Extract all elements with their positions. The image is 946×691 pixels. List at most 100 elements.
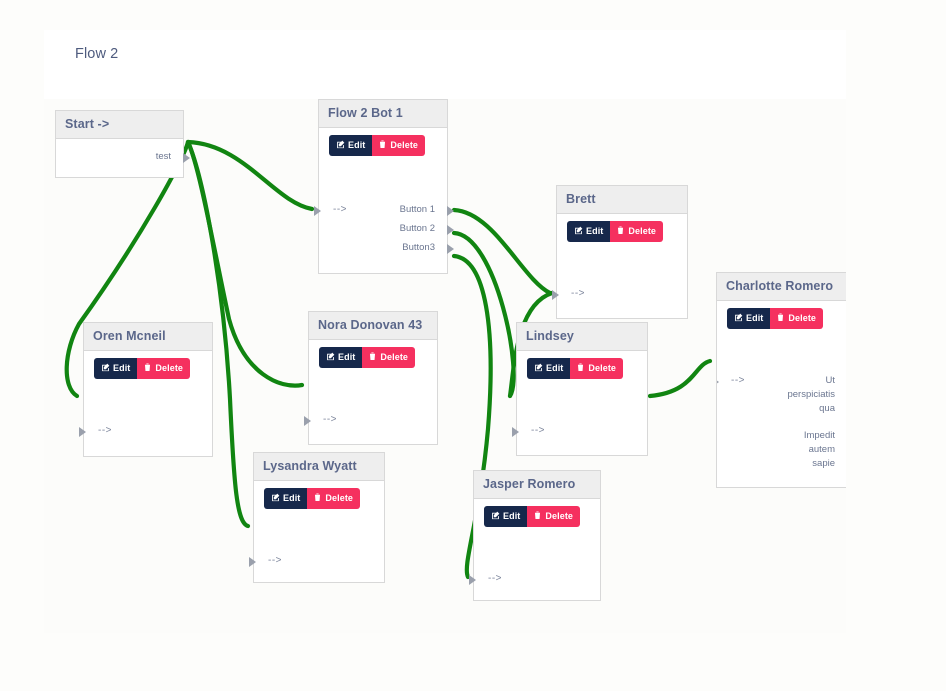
flow-header-panel: Flow 2: [44, 30, 846, 99]
edit-button[interactable]: Edit: [264, 488, 308, 509]
node-body: Edit Delete -->: [304, 340, 437, 443]
node-title: Lysandra Wyatt: [254, 453, 384, 481]
trash-icon: [533, 511, 542, 522]
delete-button-label: Delete: [588, 363, 617, 373]
port-list: -->: [79, 424, 212, 443]
edit-button[interactable]: Edit: [527, 358, 571, 379]
node-title: Oren Mcneil: [84, 323, 212, 351]
port-list: -->: [552, 287, 687, 306]
output-port-impedit-autem-sapie[interactable]: Impedit autem sapie: [717, 429, 846, 474]
edit-button-label: Edit: [348, 140, 366, 150]
delete-button[interactable]: Delete: [527, 506, 581, 527]
output-port-button-1[interactable]: Button 1: [319, 203, 454, 222]
edit-button[interactable]: Edit: [329, 135, 373, 156]
input-port[interactable]: -->: [717, 374, 846, 393]
node-action-row: Edit Delete: [84, 351, 212, 379]
page-title: Flow 2: [75, 46, 119, 62]
port-label: test: [155, 151, 171, 162]
node-action-row: Edit Delete: [309, 340, 437, 368]
port-label: Button 1: [399, 204, 435, 215]
port-list: --> Ut perspiciatis qua Impedit autem sa…: [717, 374, 846, 474]
node-action-row: Edit Delete: [557, 214, 687, 242]
port-label: -->: [268, 555, 282, 566]
input-port[interactable]: -->: [249, 554, 384, 573]
trash-icon: [576, 363, 585, 374]
port-label-line-2: perspiciatis: [787, 389, 835, 400]
trash-icon: [143, 363, 152, 374]
edit-button-label: Edit: [283, 493, 301, 503]
edit-button[interactable]: Edit: [319, 347, 363, 368]
delete-button[interactable]: Delete: [610, 221, 664, 242]
node-flow-2-bot-1[interactable]: Flow 2 Bot 1 Edit Delete -->: [314, 99, 454, 274]
pencil-square-icon: [534, 363, 543, 374]
node-body: Edit Delete -->: [552, 214, 687, 317]
input-port[interactable]: -->: [314, 203, 447, 222]
node-charlotte-romero[interactable]: Charlotte Romero Edit Delete -: [716, 272, 846, 488]
flow-canvas[interactable]: Start -> test Flow 2 Bot 1 Edit: [44, 99, 846, 633]
trash-icon: [378, 140, 387, 151]
port-label: -->: [323, 414, 337, 425]
node-body: Edit Delete -->: [249, 481, 384, 581]
trash-icon: [616, 226, 625, 237]
trash-icon: [368, 352, 377, 363]
node-action-row: Edit Delete: [474, 499, 600, 527]
port-label: -->: [98, 425, 112, 436]
node-body: Edit Delete --> Ut perspiciatis qua: [717, 301, 846, 486]
delete-button[interactable]: Delete: [362, 347, 416, 368]
trash-icon: [313, 493, 322, 504]
port-label-line-1: Impedit: [803, 430, 835, 441]
edit-button-label: Edit: [503, 511, 521, 521]
delete-button[interactable]: Delete: [137, 358, 191, 379]
node-action-row: Edit Delete: [319, 128, 447, 156]
port-label: -->: [488, 573, 502, 584]
output-port-button-3[interactable]: Button3: [319, 241, 454, 260]
output-port-test[interactable]: test: [56, 150, 190, 169]
port-label: -->: [731, 375, 745, 386]
pencil-square-icon: [574, 226, 583, 237]
port-list: -->: [469, 572, 600, 591]
port-list: -->: [512, 424, 647, 443]
output-port-ut-perspiciatis-qua[interactable]: Ut perspiciatis qua: [717, 374, 846, 419]
output-port-button-2[interactable]: Button 2: [319, 222, 454, 241]
node-oren-mcneil[interactable]: Oren Mcneil Edit Delete -->: [79, 322, 213, 457]
delete-button-label: Delete: [155, 363, 184, 373]
edit-button-label: Edit: [113, 363, 131, 373]
edit-button[interactable]: Edit: [484, 506, 528, 527]
delete-button-label: Delete: [390, 140, 419, 150]
node-jasper-romero[interactable]: Jasper Romero Edit Delete -->: [469, 470, 601, 601]
node-action-row: Edit Delete: [517, 351, 647, 379]
link-start-to-bot1: [185, 139, 315, 212]
node-lysandra-wyatt[interactable]: Lysandra Wyatt Edit Delete -->: [249, 452, 385, 583]
pencil-square-icon: [271, 493, 280, 504]
port-list: test: [56, 150, 190, 169]
port-list: --> Button 1 Button 2 Button3: [314, 203, 454, 260]
node-body: Edit Delete --> Button 1 Butt: [314, 128, 454, 272]
pencil-square-icon: [101, 363, 110, 374]
link-lindsey-to-charlotte: [647, 358, 713, 399]
input-port[interactable]: -->: [304, 413, 437, 432]
input-port[interactable]: -->: [79, 424, 212, 443]
delete-button[interactable]: Delete: [570, 358, 624, 379]
node-body: test: [56, 139, 190, 176]
node-start[interactable]: Start -> test: [55, 110, 190, 178]
edit-button[interactable]: Edit: [727, 308, 771, 329]
input-port[interactable]: -->: [469, 572, 600, 591]
node-title: Start ->: [56, 111, 183, 139]
node-lindsey[interactable]: Lindsey Edit Delete -->: [512, 322, 648, 456]
port-label: -->: [531, 425, 545, 436]
edit-button[interactable]: Edit: [567, 221, 611, 242]
input-port[interactable]: -->: [512, 424, 647, 443]
node-title: Jasper Romero: [474, 471, 600, 499]
delete-button[interactable]: Delete: [770, 308, 824, 329]
node-action-row: Edit Delete: [254, 481, 384, 509]
edit-button[interactable]: Edit: [94, 358, 138, 379]
edit-button-label: Edit: [586, 226, 604, 236]
input-port[interactable]: -->: [552, 287, 687, 306]
pencil-square-icon: [326, 352, 335, 363]
node-brett[interactable]: Brett Edit Delete -->: [552, 185, 688, 319]
node-nora-donovan-43[interactable]: Nora Donovan 43 Edit Delete --: [304, 311, 438, 445]
delete-button[interactable]: Delete: [372, 135, 426, 156]
edit-button-label: Edit: [546, 363, 564, 373]
node-body: Edit Delete -->: [512, 351, 647, 454]
delete-button[interactable]: Delete: [307, 488, 361, 509]
